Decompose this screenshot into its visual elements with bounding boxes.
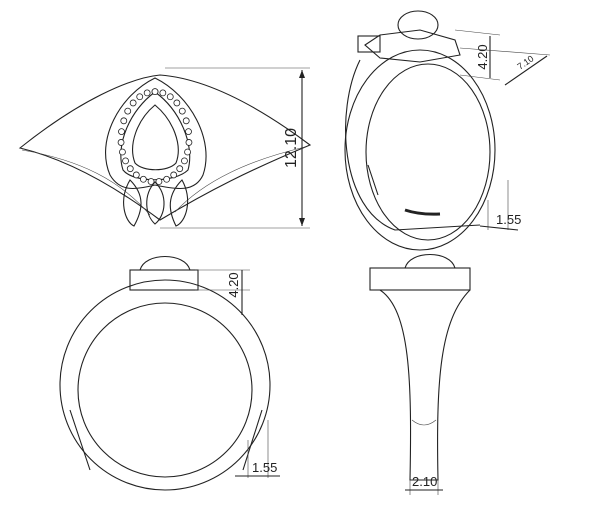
pave-stone — [147, 178, 155, 185]
pave-stone — [119, 148, 126, 156]
perspective-head-width-dimension: 7.10 — [515, 53, 535, 71]
side-shank-dimension: 1.55 — [252, 460, 277, 475]
profile-view: 2.10 — [369, 254, 471, 495]
pave-stone — [155, 178, 163, 185]
pave-stone — [143, 89, 151, 97]
perspective-shank-dimension: 1.55 — [496, 212, 521, 227]
pave-stone — [182, 117, 190, 125]
pave-stone — [151, 88, 159, 95]
front-view: 12.10 — [18, 67, 312, 229]
pave-stone — [185, 128, 192, 135]
pave-stone — [126, 165, 134, 173]
pave-stone — [178, 107, 186, 115]
pave-stone — [139, 175, 147, 183]
pave-stone — [118, 128, 125, 135]
pave-stone — [117, 139, 125, 146]
pave-stone — [181, 157, 188, 165]
pave-stone — [159, 89, 167, 97]
pave-stone — [185, 139, 193, 146]
pave-stone — [120, 117, 128, 125]
pave-stone — [136, 93, 144, 101]
pave-stone — [166, 93, 174, 101]
pave-stone — [129, 99, 137, 107]
perspective-view: 4.20 7.10 1.55 — [344, 10, 551, 251]
pave-stone — [163, 175, 171, 183]
pave-stone — [122, 157, 129, 165]
perspective-head-height-dimension: 4.20 — [475, 44, 490, 69]
pave-stone — [124, 107, 132, 115]
pave-stone — [173, 99, 181, 107]
pave-stone — [184, 148, 191, 156]
pave-stone — [132, 171, 140, 179]
side-head-height-dimension: 4.20 — [226, 272, 241, 297]
profile-shank-width-dimension: 2.10 — [412, 474, 437, 489]
pave-stone — [170, 171, 178, 179]
front-height-dimension: 12.10 — [283, 128, 300, 168]
side-view: 4.20 1.55 — [59, 256, 280, 491]
pave-stone — [176, 165, 184, 173]
